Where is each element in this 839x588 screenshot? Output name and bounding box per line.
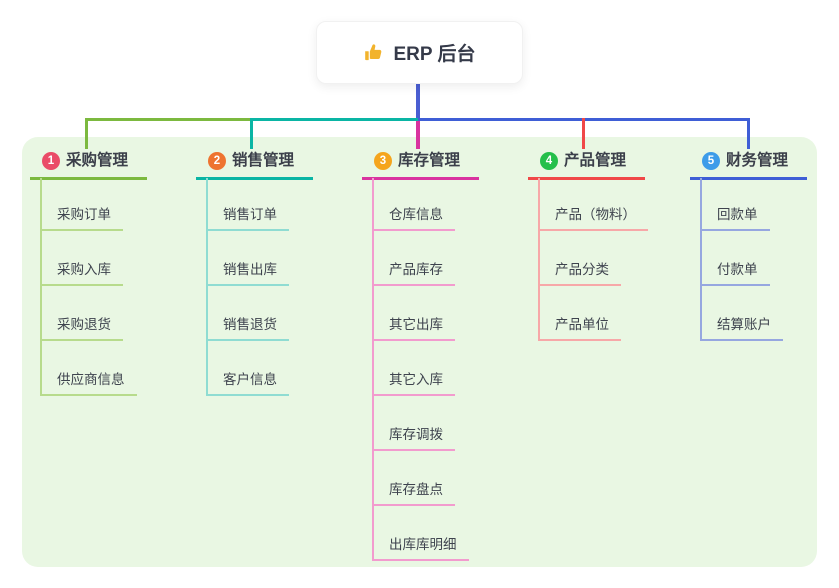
branch-product-title[interactable]: 4 产品管理 [528,150,645,180]
branch-number-badge: 3 [374,152,392,170]
branch-tree-line [700,178,702,341]
connector-drop-sales [250,118,253,149]
child-node[interactable]: 仓库信息 [372,206,455,231]
child-label: 采购退货 [57,317,111,332]
child-label: 其它出库 [389,317,443,332]
child-label: 回款单 [717,207,758,222]
child-node[interactable]: 采购订单 [40,206,123,231]
branch-number-badge: 1 [42,152,60,170]
child-label: 销售退货 [223,317,277,332]
child-node[interactable]: 产品（物料） [538,206,648,231]
child-node[interactable]: 库存盘点 [372,481,455,506]
connector-h-purchase [85,118,252,121]
child-node[interactable]: 付款单 [700,261,770,286]
branch-tree-line [372,178,374,561]
branch-label: 采购管理 [66,152,129,169]
child-label: 采购入库 [57,262,111,277]
child-label: 供应商信息 [57,372,125,387]
child-node[interactable]: 销售出库 [206,261,289,286]
child-label: 仓库信息 [389,207,443,222]
root-node[interactable]: ERP 后台 [316,21,523,84]
child-node[interactable]: 采购入库 [40,261,123,286]
child-node[interactable]: 供应商信息 [40,371,137,396]
branches-panel [22,137,817,567]
branch-number-badge: 2 [208,152,226,170]
branch-sales: 2 销售管理 销售订单 销售出库 销售退货 客户信息 [196,150,351,396]
connector-drop-product [582,118,585,149]
connector-drop-purchase [85,118,88,149]
branch-tree-line [538,178,540,341]
thumbs-up-icon [363,42,384,63]
child-node[interactable]: 其它入库 [372,371,455,396]
connector-drop-finance [747,118,750,149]
child-node[interactable]: 客户信息 [206,371,289,396]
child-node[interactable]: 产品单位 [538,316,621,341]
child-node[interactable]: 库存调拨 [372,426,455,451]
child-node[interactable]: 销售订单 [206,206,289,231]
branch-finance-title[interactable]: 5 财务管理 [690,150,807,180]
branch-number-badge: 4 [540,152,558,170]
child-label: 客户信息 [223,372,277,387]
connector-drop-inventory [416,121,420,149]
child-node[interactable]: 结算账户 [700,316,783,341]
branch-tree-line [40,178,42,396]
branch-purchase-title[interactable]: 1 采购管理 [30,150,147,180]
branch-product: 4 产品管理 产品（物料） 产品分类 产品单位 [528,150,683,341]
branch-label: 财务管理 [726,152,789,169]
child-node[interactable]: 产品分类 [538,261,621,286]
branch-inventory: 3 库存管理 仓库信息 产品库存 其它出库 其它入库 库存调拨 库存盘点 出库库… [362,150,517,561]
connector-h-sales [250,118,418,121]
child-label: 出库库明细 [389,537,457,552]
child-label: 其它入库 [389,372,443,387]
branch-number-badge: 5 [702,152,720,170]
branch-label: 产品管理 [564,152,627,169]
child-label: 付款单 [717,262,758,277]
branch-inventory-title[interactable]: 3 库存管理 [362,150,479,180]
child-node[interactable]: 销售退货 [206,316,289,341]
branch-sales-title[interactable]: 2 销售管理 [196,150,313,180]
branch-label: 销售管理 [232,152,295,169]
child-label: 采购订单 [57,207,111,222]
branch-purchase: 1 采购管理 采购订单 采购入库 采购退货 供应商信息 [30,150,185,396]
child-label: 产品（物料） [555,207,636,222]
root-label: ERP 后台 [393,44,476,65]
child-label: 结算账户 [717,317,771,332]
branch-finance: 5 财务管理 回款单 付款单 结算账户 [690,150,839,341]
root-connector-vline [416,83,420,123]
child-label: 产品单位 [555,317,609,332]
branch-label: 库存管理 [398,152,461,169]
child-node[interactable]: 其它出库 [372,316,455,341]
child-label: 销售订单 [223,207,277,222]
child-node[interactable]: 采购退货 [40,316,123,341]
child-label: 产品库存 [389,262,443,277]
child-node[interactable]: 出库库明细 [372,536,469,561]
branch-tree-line [206,178,208,396]
child-node[interactable]: 产品库存 [372,261,455,286]
child-label: 销售出库 [223,262,277,277]
child-label: 库存调拨 [389,427,443,442]
child-label: 库存盘点 [389,482,443,497]
child-node[interactable]: 回款单 [700,206,770,231]
child-label: 产品分类 [555,262,609,277]
